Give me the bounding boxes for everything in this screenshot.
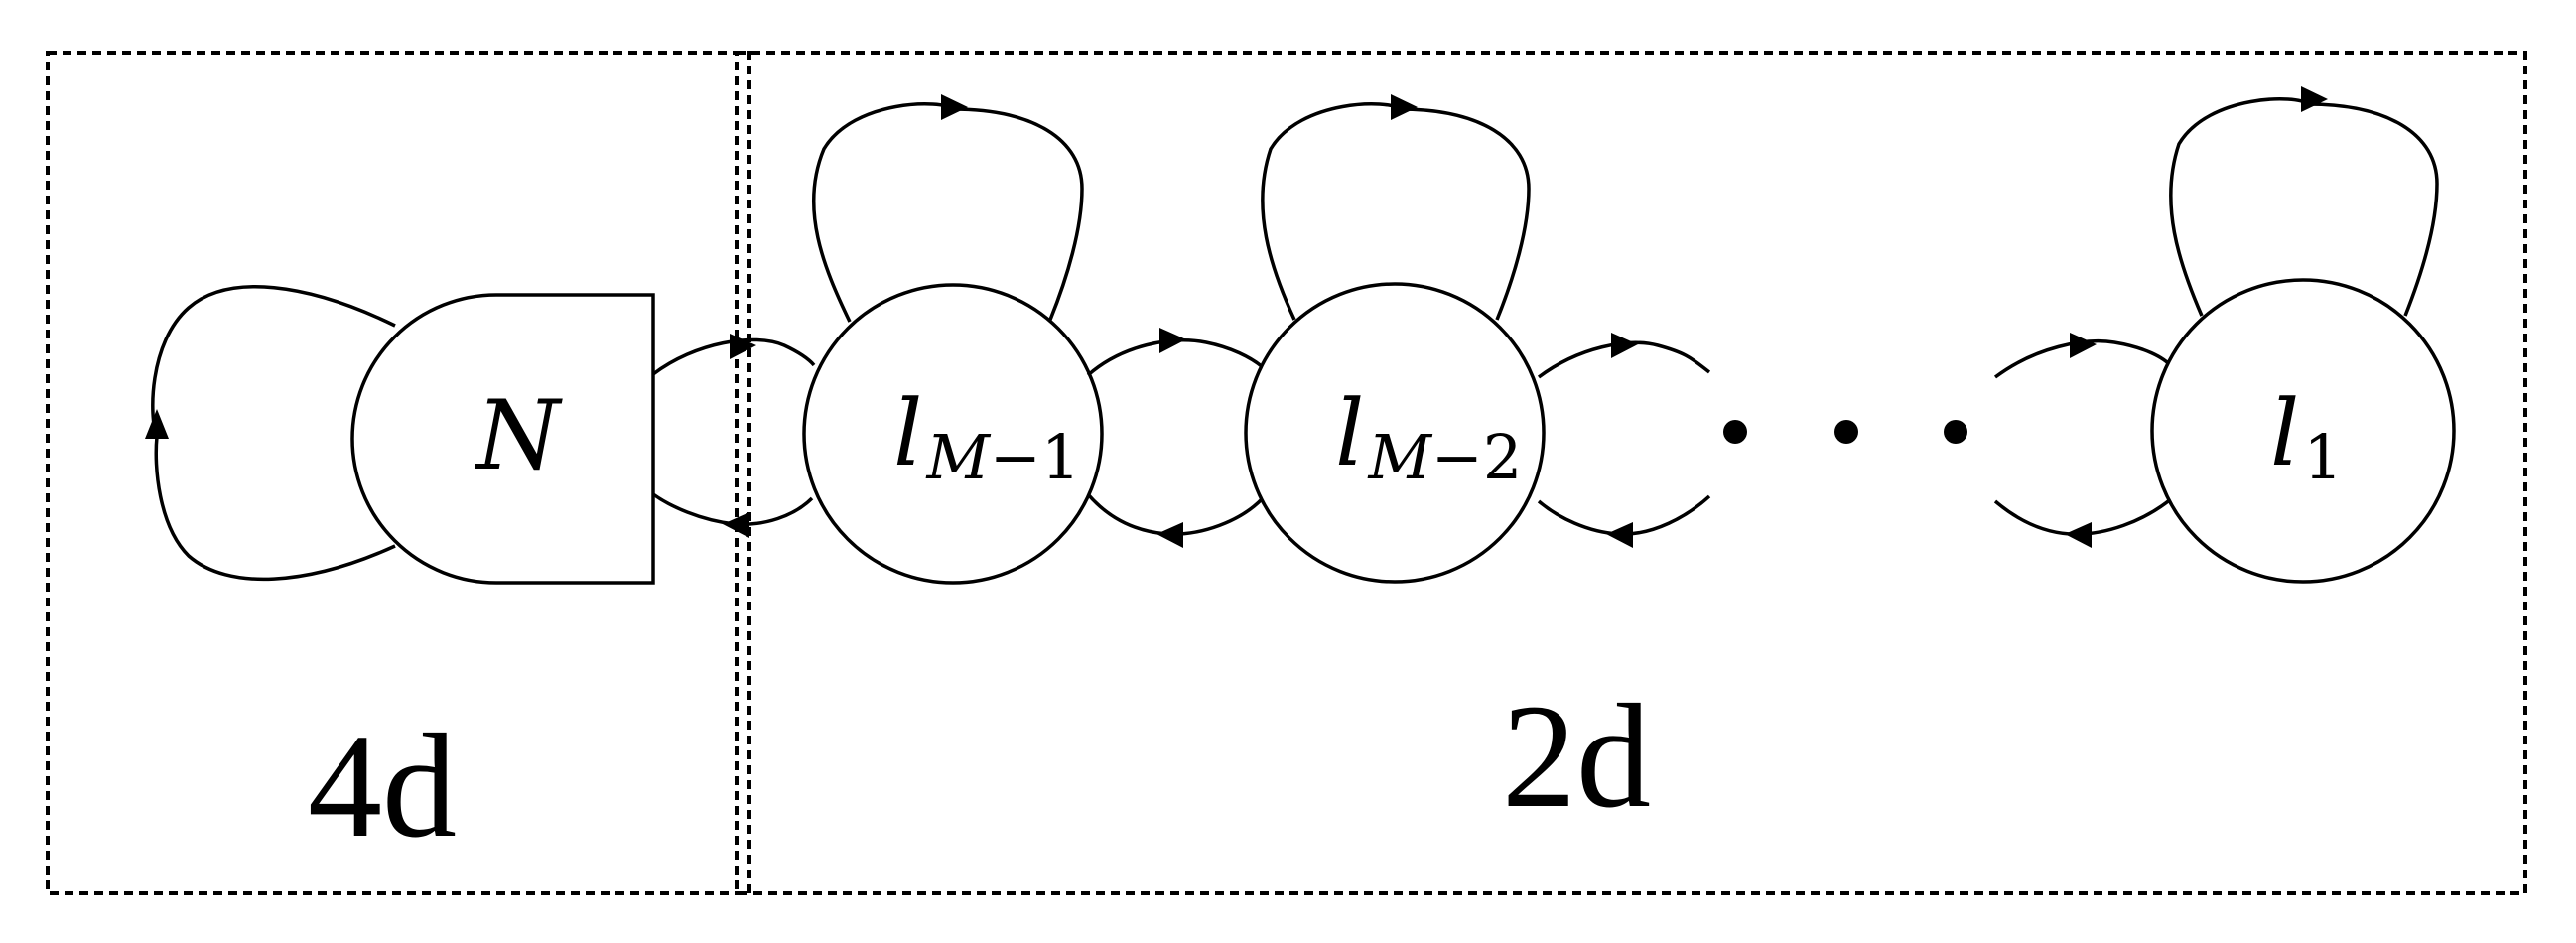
region-2d-frame [735, 51, 2527, 895]
gauge-node-1 [802, 283, 1104, 585]
arrow-ellipsis-to-gauge-2 [1606, 522, 1633, 548]
gauge-node-last [2150, 278, 2456, 584]
arrow-flavor-to-gauge-1 [730, 334, 756, 359]
gauge-node-1-symbol: l [893, 380, 922, 486]
edge-gauge-1-to-gauge-2 [1086, 338, 1265, 377]
region-4d-frame [46, 51, 751, 895]
arrow-gauge-2-to-ellipsis [1611, 333, 1638, 358]
ellipsis-dot-1 [1723, 420, 1747, 444]
gauge-node-2-sub-var: M [1367, 421, 1432, 493]
arrow-gauge-1-to-flavor [723, 512, 749, 538]
gauge-node-2-sub-rest: −2 [1431, 421, 1522, 493]
arrow-ellipsis-to-gauge-last [2070, 333, 2097, 358]
arrow-self-loop-gauge-1 [941, 94, 968, 120]
gauge-node-2 [1244, 282, 1546, 584]
region-4d-label: 4d [308, 704, 457, 869]
gauge-node-last-sub: 1 [2303, 421, 2342, 493]
gauge-node-1-label: lM−1 [893, 380, 1080, 493]
gauge-node-2-symbol: l [1335, 380, 1364, 486]
gauge-node-1-sub-rest: −1 [990, 421, 1080, 493]
region-2d-label: 2d [1502, 674, 1651, 839]
arrow-self-loop-gauge-last [2301, 86, 2328, 112]
ellipsis-dot-3 [1944, 420, 1967, 444]
gauge-node-last-label: l1 [2270, 380, 2343, 493]
arrow-self-loop-gauge-2 [1391, 94, 1418, 120]
edge-flavor-to-gauge-1 [651, 337, 816, 376]
arrow-gauge-2-to-gauge-1 [1156, 522, 1183, 548]
ellipsis-dot-2 [1834, 420, 1858, 444]
flavor-node-label: N [475, 380, 563, 491]
gauge-node-last-symbol: l [2270, 380, 2299, 486]
edge-gauge-2-to-ellipsis [1537, 340, 1711, 379]
arrow-gauge-last-to-ellipsis [2065, 522, 2092, 548]
flavor-node [350, 293, 655, 585]
self-loop-flavor [151, 285, 396, 438]
edge-ellipsis-to-gauge-last [1993, 339, 2174, 379]
gauge-node-2-label: lM−2 [1335, 380, 1522, 493]
arrow-self-loop-flavor [145, 409, 169, 439]
self-loop-flavor-lower [154, 436, 396, 582]
gauge-node-1-sub-var: M [925, 421, 991, 493]
arrow-gauge-1-to-gauge-2 [1159, 328, 1186, 353]
